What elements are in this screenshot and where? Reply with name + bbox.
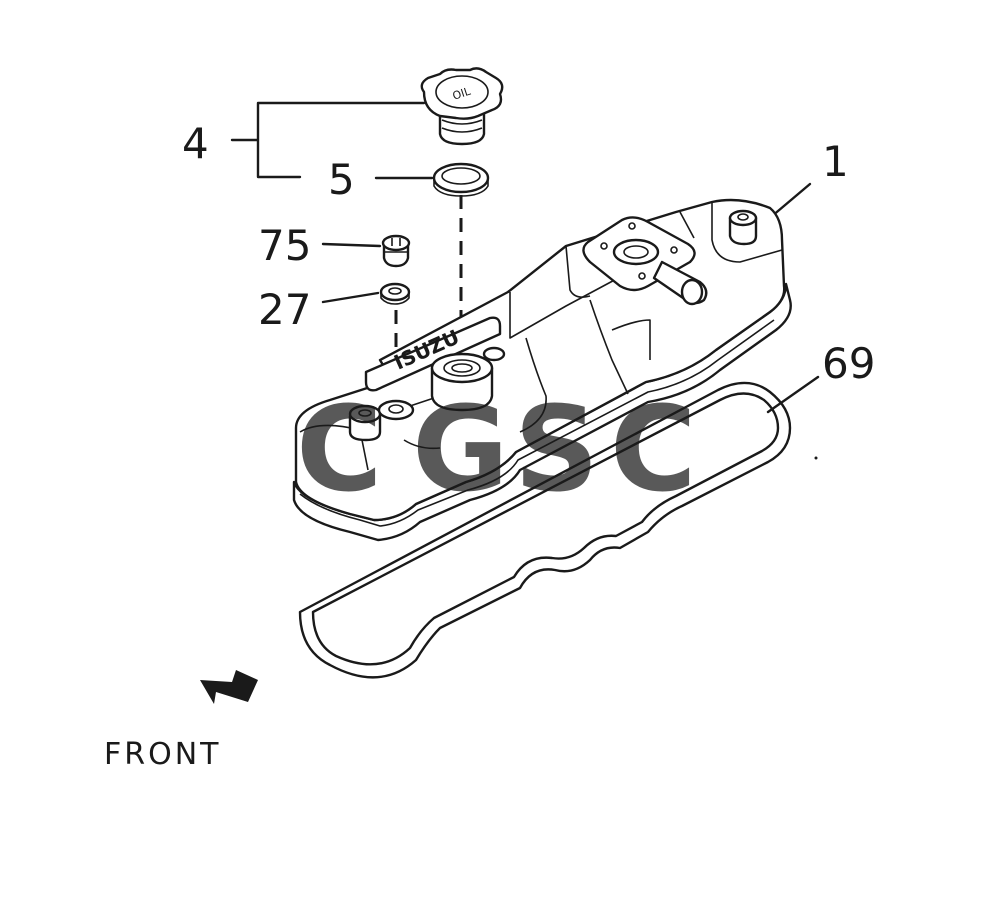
cover-gasket <box>298 381 792 679</box>
bolt <box>381 234 411 268</box>
callout-cover: 1 <box>822 137 849 186</box>
speck <box>814 456 818 460</box>
oil-filler-cap: OIL <box>420 67 504 146</box>
callout-washer: 27 <box>258 285 311 334</box>
callout-cap-gasket: 5 <box>328 155 355 204</box>
callout-cap-assembly: 4 <box>182 119 209 168</box>
watermark-letter: C <box>296 380 383 518</box>
watermark: C G S C <box>296 380 697 518</box>
front-arrow-icon <box>200 670 258 704</box>
cap-marking: OIL <box>451 84 473 102</box>
valve-cover: ISUZU <box>292 198 792 542</box>
callout-bolt: 75 <box>258 221 311 270</box>
watermark-letter: S <box>514 380 599 518</box>
callouts: 4 5 1 75 27 69 <box>182 119 875 388</box>
front-label: FRONT <box>104 737 221 772</box>
cap-gasket <box>432 162 490 197</box>
washer <box>379 282 411 305</box>
watermark-letter: G <box>412 380 509 518</box>
watermark-letter: C <box>610 380 697 518</box>
callout-cover-gasket: 69 <box>822 339 875 388</box>
